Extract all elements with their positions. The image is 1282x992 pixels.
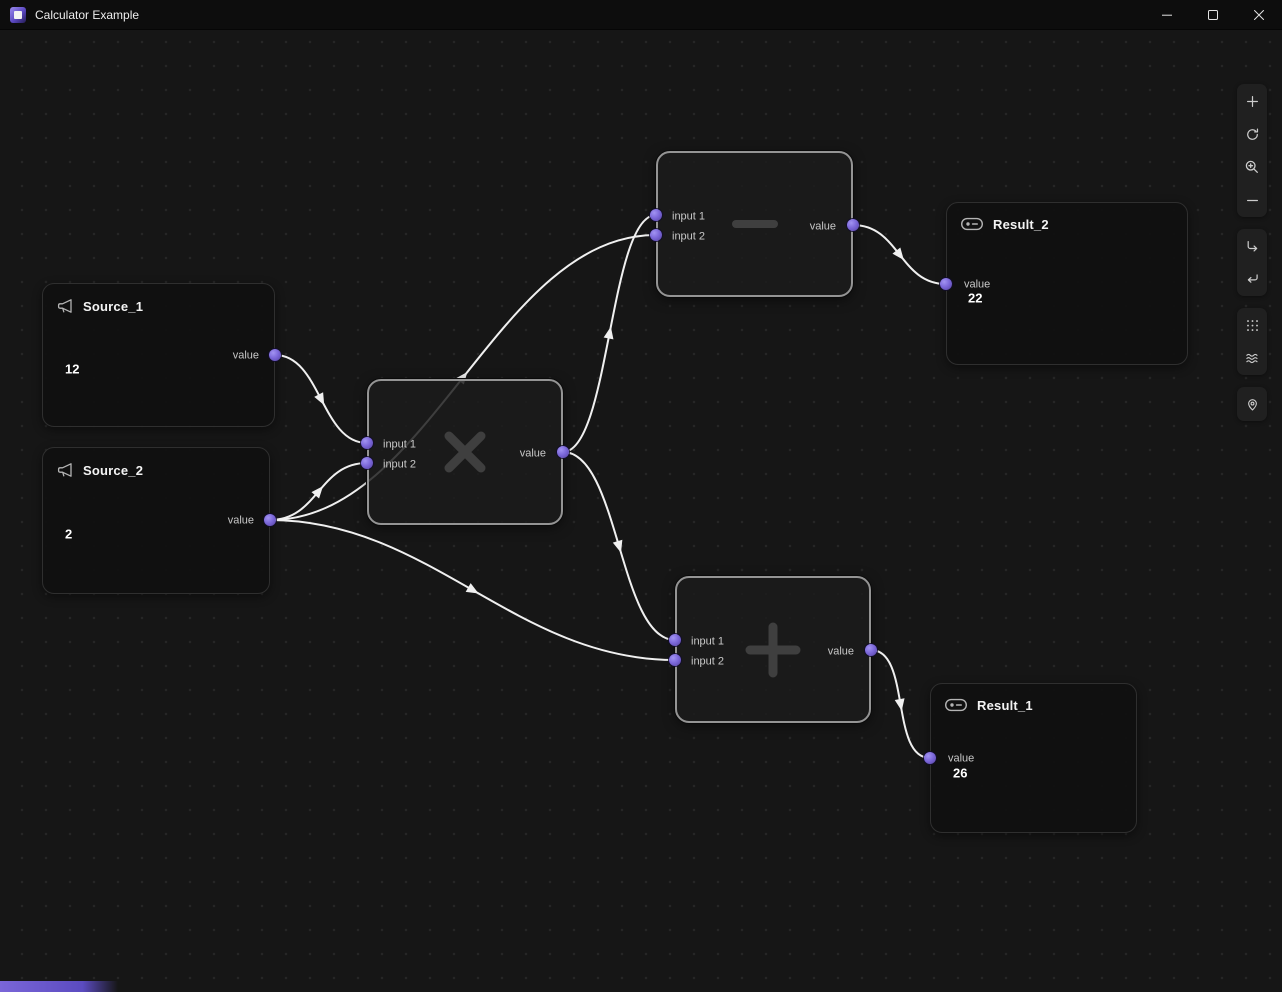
node-value-result_1: 26 [953, 765, 968, 781]
port-add-value[interactable] [865, 644, 877, 656]
port-label-value: value [964, 278, 991, 291]
zoom-in-icon [1244, 159, 1260, 175]
node-title: Result_1 [977, 697, 1033, 713]
port-label-value: value [948, 752, 975, 765]
port-label-input1: input 1 [383, 438, 417, 451]
node-header: Source_1 [56, 297, 143, 315]
step-return-button[interactable] [1239, 266, 1265, 292]
node-value-result_2: 22 [968, 290, 983, 306]
window-title: Calculator Example [35, 7, 140, 22]
step-into-button[interactable] [1239, 233, 1265, 259]
node-header: Source_2 [56, 461, 143, 479]
accent-bar [0, 981, 118, 992]
port-result_1-value[interactable] [924, 752, 936, 764]
close-icon [1253, 9, 1265, 21]
app-icon [10, 6, 26, 23]
multiply-glyph [438, 425, 492, 479]
minimize-button[interactable] [1144, 0, 1190, 30]
grid-snap-button[interactable] [1239, 312, 1265, 338]
display-icon [960, 216, 984, 232]
node-title: Result_2 [993, 216, 1049, 232]
edge-arrow [892, 247, 904, 260]
reset-view-button[interactable] [1239, 121, 1265, 147]
port-label-value: value [809, 220, 836, 233]
node-title: Source_1 [83, 298, 144, 314]
port-label-value: value [232, 349, 259, 362]
port-add-input2[interactable] [669, 654, 681, 666]
node-header: Result_2 [960, 216, 1049, 232]
node-title: Source_2 [83, 462, 144, 478]
close-button[interactable] [1236, 0, 1282, 30]
pin-icon [1245, 397, 1260, 412]
rotate-icon [1245, 127, 1260, 142]
toolbar-group [1237, 84, 1267, 217]
port-multiply-value[interactable] [557, 446, 569, 458]
minus-glyph [731, 197, 779, 251]
port-label-input1: input 1 [672, 210, 706, 223]
window-controls [1144, 0, 1282, 30]
locate-button[interactable] [1239, 391, 1265, 417]
maximize-button[interactable] [1190, 0, 1236, 30]
port-subtract-input2[interactable] [650, 229, 662, 241]
node-add[interactable]: input 1 input 2 value [675, 576, 871, 723]
zoom-in-button[interactable] [1239, 88, 1265, 114]
plus-glyph [744, 621, 802, 679]
edge-arrow [612, 539, 623, 553]
port-label-value: value [227, 514, 254, 527]
toolbar [1237, 84, 1267, 421]
return-icon [1245, 272, 1260, 287]
port-subtract-value[interactable] [847, 219, 859, 231]
port-multiply-input1[interactable] [361, 437, 373, 449]
smooth-edges-button[interactable] [1239, 345, 1265, 371]
port-result_2-value[interactable] [940, 278, 952, 290]
zoom-area-button[interactable] [1239, 154, 1265, 180]
port-add-input1[interactable] [669, 634, 681, 646]
minimize-icon [1161, 9, 1173, 21]
port-label-input1: input 1 [691, 635, 725, 648]
port-subtract-input1[interactable] [650, 209, 662, 221]
port-source_1-value[interactable] [269, 349, 281, 361]
megaphone-icon [56, 297, 74, 315]
port-label-value: value [827, 645, 854, 658]
node-value-source_1: 12 [65, 361, 80, 377]
edge-arrow [894, 698, 905, 711]
grid-icon [1245, 318, 1260, 333]
node-subtract[interactable]: input 1 input 2 value [656, 151, 853, 297]
edge-arrow [603, 326, 614, 340]
edge-arrow [314, 392, 325, 406]
megaphone-icon [56, 461, 74, 479]
display-icon [944, 697, 968, 713]
maximize-icon [1207, 9, 1219, 21]
plus-icon [1245, 94, 1260, 109]
edge-arrow [311, 486, 324, 499]
toolbar-group [1237, 387, 1267, 421]
port-label-input2: input 2 [383, 458, 417, 471]
port-label-input2: input 2 [691, 655, 725, 668]
minus-icon [1245, 193, 1260, 208]
node-value-source_2: 2 [65, 526, 73, 542]
port-source_2-value[interactable] [264, 514, 276, 526]
node-header: Result_1 [944, 697, 1033, 713]
port-multiply-input2[interactable] [361, 457, 373, 469]
jump-icon [1245, 239, 1260, 254]
zoom-out-button[interactable] [1239, 187, 1265, 213]
port-label-value: value [519, 447, 546, 460]
waves-icon [1245, 351, 1260, 366]
toolbar-group [1237, 229, 1267, 296]
port-label-input2: input 2 [672, 230, 706, 243]
titlebar: Calculator Example [0, 0, 1282, 30]
toolbar-group [1237, 308, 1267, 375]
edge-arrow [465, 583, 479, 594]
